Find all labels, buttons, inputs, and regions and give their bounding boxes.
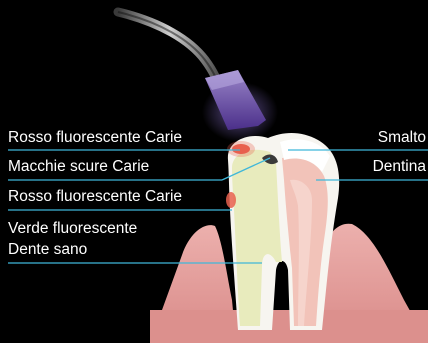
green-fluorescent-region: [232, 150, 282, 326]
label-dark-spots-caries: Macchie scure Carie: [8, 157, 149, 176]
label-red-fluorescent-caries-top: Rosso fluorescente Carie: [8, 128, 182, 147]
label-dentin: Dentina: [373, 157, 426, 176]
label-enamel: Smalto: [378, 128, 426, 147]
label-healthy-tooth: Dente sano: [8, 240, 87, 259]
fluorescence-probe: [118, 12, 278, 142]
label-red-fluorescent-caries-bottom: Rosso fluorescente Carie: [8, 187, 182, 206]
caries-red-side: [226, 192, 236, 208]
label-green-fluorescent: Verde fluorescente: [8, 219, 137, 238]
